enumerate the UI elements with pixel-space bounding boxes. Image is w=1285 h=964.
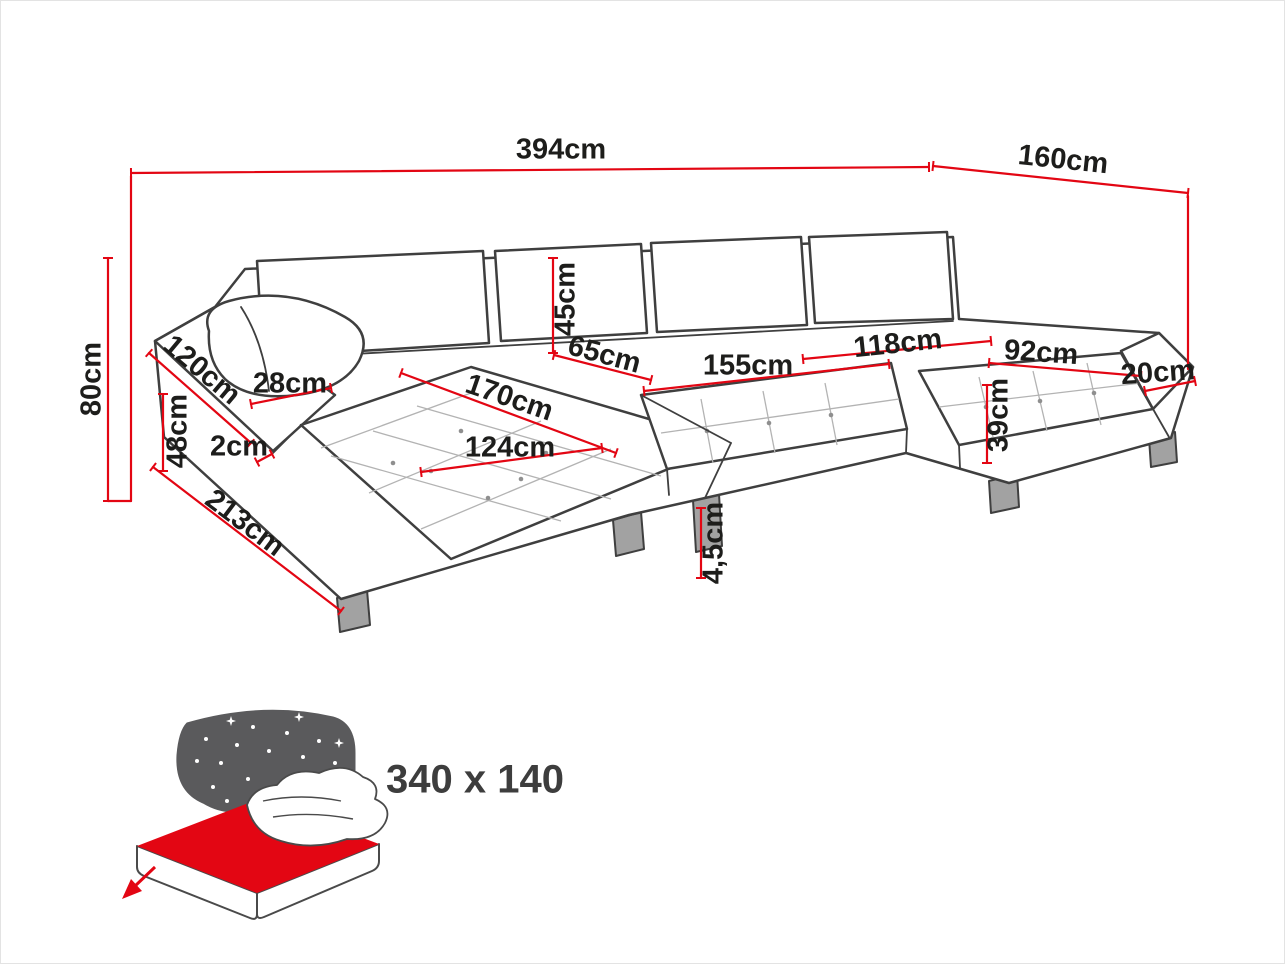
dim-line-left-arm-length <box>144 348 256 448</box>
dim-line-left-arm-width <box>249 382 333 410</box>
sofa-back-cushion-3 <box>649 235 809 334</box>
sleeper-function-icon <box>122 709 389 920</box>
dimension-labels: 394cm 160cm 80cm 120cm 28cm 48cm 2cm 213… <box>76 134 1196 584</box>
sofa-right-armrest <box>1119 331 1195 411</box>
dim-line-middle-seat-width <box>642 358 891 397</box>
dim-label-leg-height: 4,5cm <box>698 502 730 584</box>
dim-line-left-chaise-length <box>149 462 345 616</box>
dim-label-left-chaise-width: 124cm <box>465 432 555 464</box>
dim-line-seam-gap <box>253 449 276 467</box>
dim-label-left-arm-width: 28cm <box>253 368 327 400</box>
sofa-drawing <box>153 230 1195 633</box>
dim-line-seat-depth <box>551 349 654 386</box>
sofa-pillow-crease <box>240 306 270 392</box>
dimension-lines <box>103 160 1197 616</box>
bedding-fold-line-1 <box>262 796 342 802</box>
dim-line-right-chaise-length <box>987 357 1143 382</box>
dim-label-right-chaise-length: 92cm <box>1003 334 1079 371</box>
sofa-back-cushion-4 <box>807 230 955 325</box>
dim-label-overall-depth: 160cm <box>1017 139 1110 180</box>
dim-line-right-section-width <box>801 335 993 365</box>
dim-line-overall-depth <box>931 160 1190 199</box>
mattress-side-right <box>256 843 380 919</box>
middle-seat-tuft-buttons <box>704 412 834 434</box>
dim-line-right-arm-width <box>1143 375 1197 397</box>
dim-label-middle-seat-width: 155cm <box>703 350 793 382</box>
dim-label-right-arm-width: 20cm <box>1120 354 1196 391</box>
sofa-backrest-base-line <box>262 320 954 360</box>
dim-label-overall-height: 80cm <box>76 342 108 416</box>
sofa-front-seams <box>272 394 961 499</box>
fold-out-arrow-head <box>122 879 142 899</box>
dim-label-overall-width: 394cm <box>516 134 606 166</box>
dim-label-left-seat-height: 48cm <box>162 394 194 468</box>
dim-line-left-chaise-width <box>419 442 604 478</box>
fold-out-arrow-line <box>132 865 157 889</box>
dim-label-right-seat-height: 39cm <box>983 378 1015 452</box>
four-point-star-icons <box>226 712 344 748</box>
sofa-back-cushion-2 <box>493 242 649 343</box>
dim-line-overall-width <box>129 161 931 179</box>
dim-line-left-chaise-depth <box>398 367 619 459</box>
bedding-fold-line-2 <box>272 813 354 820</box>
sleeping-area-label: 340 x 140 <box>386 758 564 802</box>
dim-label-seam-gap: 2cm <box>210 431 268 463</box>
folded-bedding <box>246 767 389 847</box>
dim-label-backrest-height: 45cm <box>550 262 582 336</box>
sofa-right-armrest-front-edge <box>1152 408 1170 438</box>
